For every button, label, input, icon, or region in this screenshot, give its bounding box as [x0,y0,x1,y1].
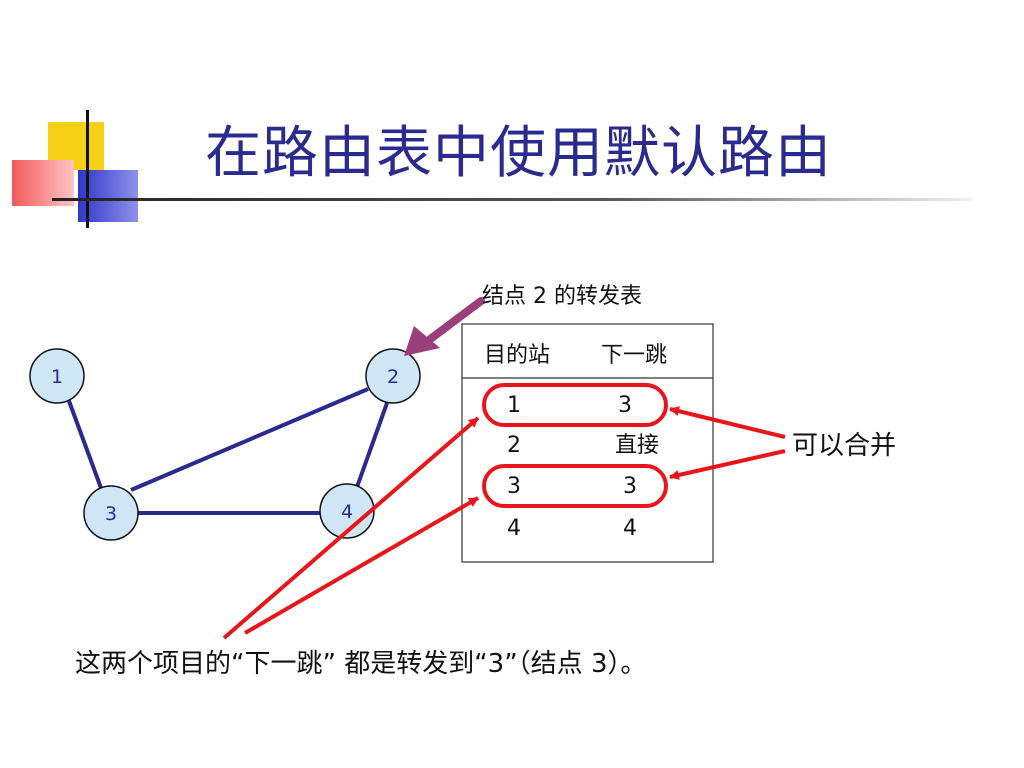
node-2-label: 2 [387,366,399,388]
page-title: 在路由表中使用默认路由 [205,121,832,186]
node-2: 2 [365,348,421,404]
merge-arrow-2 [669,449,786,480]
edge-2-4 [355,402,389,488]
header-next-hop: 下一跳 [601,343,667,368]
row-4-dest: 4 [507,516,521,541]
row-1-dest: 1 [507,393,521,418]
table-caption: 结点 2 的转发表 [482,284,642,309]
merge-arrow-1 [669,406,786,439]
node-4: 4 [319,483,375,539]
node-1-label: 1 [51,366,63,388]
node-3: 3 [83,485,139,541]
bottom-note: 这两个项目的“下一跳” 都是转发到“3”（结点 3）。 [75,649,647,679]
pointer-arrow [404,297,485,356]
note-arrow-2 [243,496,480,635]
edge-1-3 [67,400,103,489]
decor-vertical-line [86,110,89,228]
row-2-next: 直接 [615,433,659,458]
header-destination: 目的站 [484,343,550,368]
row-1-next: 3 [618,393,632,418]
row-4-next: 4 [623,516,637,541]
row-2-dest: 2 [507,433,521,458]
node-1: 1 [29,348,85,404]
edge-3-2 [130,387,369,492]
row-3-dest: 3 [507,474,521,499]
node-3-label: 3 [105,503,117,525]
highlight-row-3 [482,464,668,508]
forwarding-table: 目的站 下一跳 1 3 2 直接 3 3 4 4 [461,323,714,563]
merge-label: 可以合并 [792,431,896,461]
network-edges [67,387,389,515]
row-3-next: 3 [623,474,637,499]
highlight-row-1 [482,383,668,427]
decor-horizontal-line [52,198,972,201]
node-4-label: 4 [341,501,353,523]
note-arrow-1 [222,416,480,640]
